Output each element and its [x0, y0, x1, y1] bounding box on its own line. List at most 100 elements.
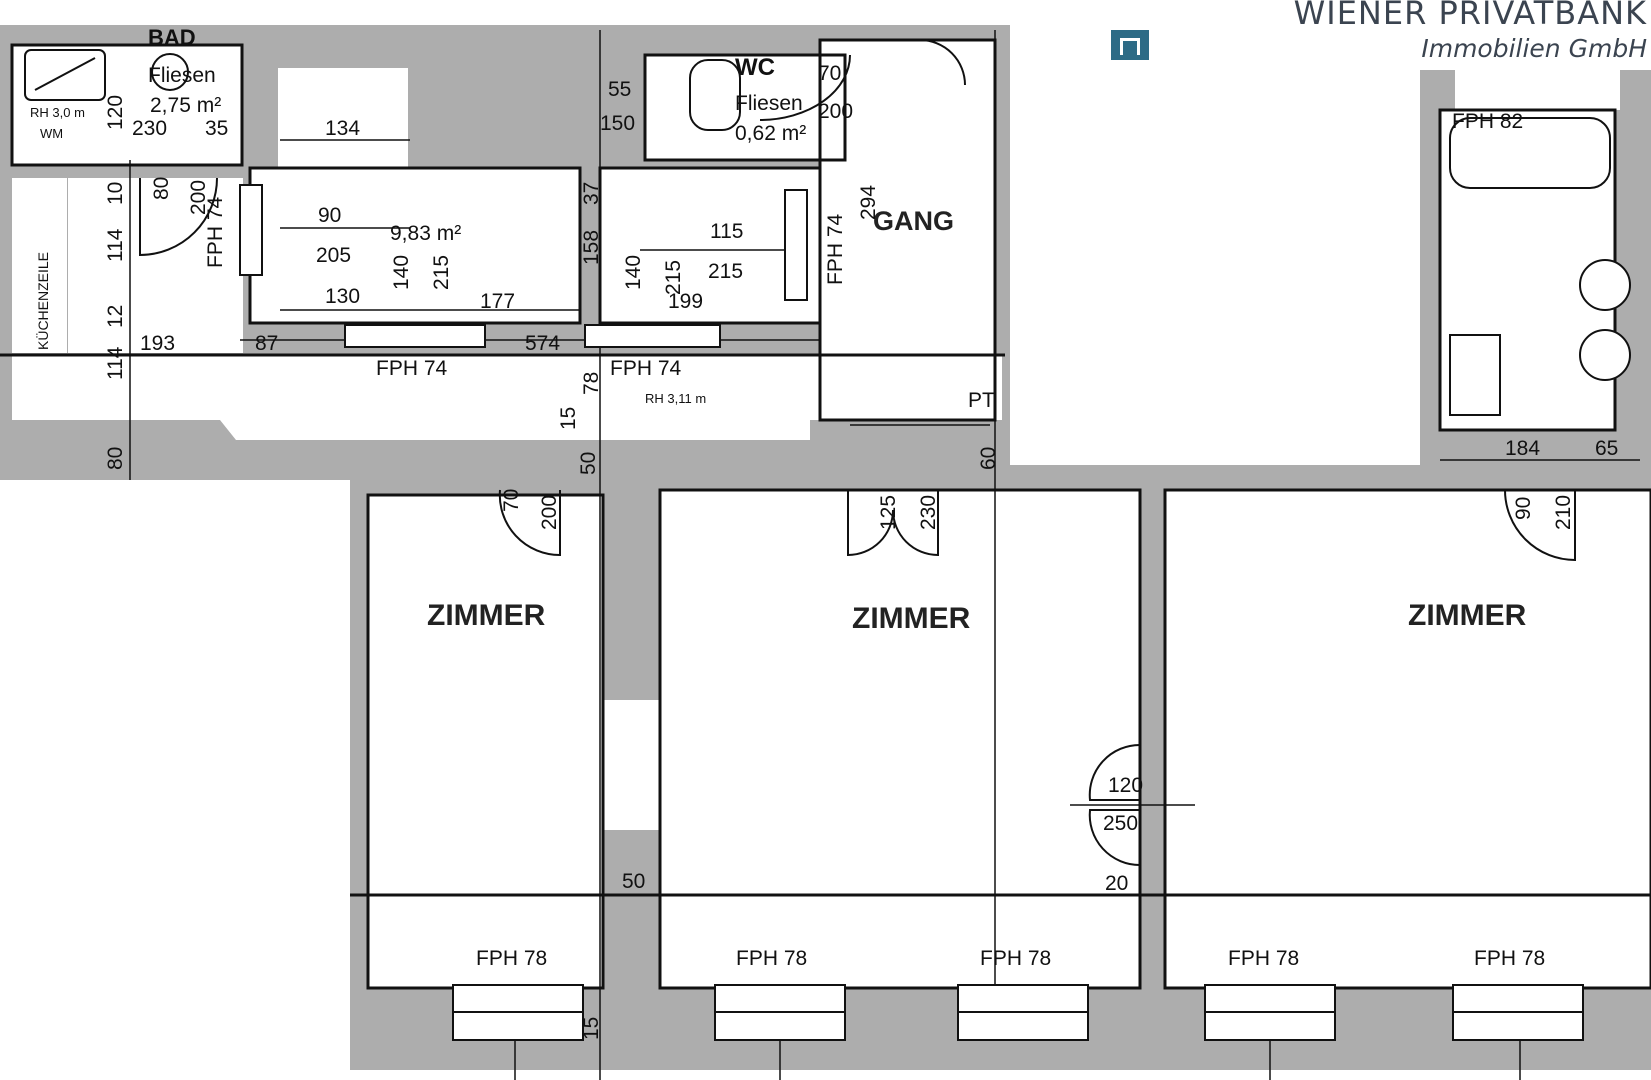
toilet-wc [689, 59, 741, 131]
fph-2: FPH 74 [610, 357, 682, 380]
dim-215c: 215 [662, 260, 685, 295]
brand-logo-icon [1111, 30, 1149, 60]
fph-5: FPH 82 [1452, 110, 1523, 133]
dim-193: 193 [140, 332, 175, 355]
dim-60: 60 [977, 447, 1000, 470]
label-zimmer-2: ZIMMER [852, 602, 971, 635]
radiator-mid-v [784, 189, 808, 301]
middle-interior [600, 168, 820, 323]
dim-50a: 50 [577, 452, 600, 475]
dim-80a: 80 [150, 177, 173, 200]
dimension-lines [129, 30, 1640, 1080]
dim-15b: 15 [580, 1017, 603, 1040]
dim-294: 294 [857, 185, 880, 220]
passage-1-2 [603, 700, 660, 830]
area-bad: 2,75 m² [150, 94, 221, 117]
dim-90b: 90 [1512, 497, 1535, 520]
door-bad [139, 177, 218, 257]
area-wc-floor: Fliesen [735, 92, 803, 115]
dim-158: 158 [580, 230, 603, 265]
brand-name: WIENER PRIVATBANK [1293, 0, 1647, 32]
outline-zimmer-3 [1163, 488, 1651, 990]
dim-200c: 200 [538, 495, 561, 530]
area-wc: 0,62 m² [735, 122, 806, 145]
area-kitchen: 9,83 m² [390, 222, 461, 245]
dim-177: 177 [480, 290, 515, 313]
fph-10: FPH 78 [1474, 947, 1545, 970]
dim-10: 10 [104, 182, 127, 205]
zimmer-2-bay [660, 850, 1140, 988]
dim-250: 250 [1103, 812, 1138, 835]
zimmer-2-interior [660, 490, 1140, 850]
dim-80b: 80 [104, 447, 127, 470]
dim-140a: 140 [390, 255, 413, 290]
dim-120b: 120 [1108, 774, 1143, 797]
zimmer-1-bay [368, 850, 603, 988]
dim-184: 184 [1505, 437, 1540, 460]
dim-90: 90 [318, 204, 341, 227]
fixtures [24, 49, 1631, 416]
label-zimmer-1: ZIMMER [427, 599, 546, 632]
dim-114a: 114 [104, 228, 127, 262]
dim-87: 87 [255, 332, 278, 355]
label-wc: WC [735, 54, 775, 81]
dim-12: 12 [104, 305, 127, 328]
door-between-2-3-bottom [1088, 809, 1141, 867]
basin-bad [151, 53, 189, 91]
door-wc [759, 54, 851, 121]
door-gang-top [919, 39, 966, 86]
outline-bad [10, 43, 244, 167]
dim-150: 150 [600, 112, 635, 135]
dim-215a: 215 [430, 255, 453, 290]
kitchen-top-interior [278, 68, 408, 173]
room-interiors [12, 0, 1651, 988]
basin-right-1 [1579, 259, 1631, 311]
basin-right-2 [1579, 329, 1631, 381]
door-between-2-3-top [1088, 743, 1141, 801]
door-zimmer-1 [498, 489, 561, 557]
dim-205: 205 [316, 244, 351, 267]
wm-slash [34, 57, 96, 91]
dimension-numbers: 55 150 70 200 230 35 120 134 90 205 140 … [104, 62, 1618, 1040]
shower-right [1449, 334, 1501, 416]
fph-8: FPH 78 [980, 947, 1051, 970]
zimmer-3-bay [1165, 850, 1651, 988]
radiator-left-v [239, 184, 263, 276]
dim-230b: 230 [917, 495, 940, 530]
dim-230: 230 [132, 117, 167, 140]
dim-55: 55 [608, 78, 631, 101]
wall-center-strip [1010, 465, 1420, 485]
fph-3: FPH 74 [824, 213, 847, 285]
kitchen-strip-interior [12, 178, 67, 353]
dim-574: 574 [525, 332, 560, 355]
dim-70: 70 [818, 62, 841, 85]
dim-140b: 140 [622, 255, 645, 290]
radiator-kitchen-1 [344, 324, 486, 348]
area-rh-2: RH 3,11 m [645, 391, 706, 406]
bath-right-upper [1455, 65, 1620, 110]
brand-header: WIENER PRIVATBANK Immobilien GmbH [1111, 0, 1651, 70]
dim-125: 125 [877, 495, 900, 530]
dim-120: 120 [104, 95, 127, 130]
door-zimmer-2-right [892, 490, 939, 557]
area-bad-floor: Fliesen [148, 64, 216, 87]
dim-115: 115 [710, 220, 743, 243]
dim-50b: 50 [622, 870, 645, 893]
area-pt: PT [968, 389, 995, 412]
dim-114b: 114 [104, 346, 127, 380]
dim-199: 199 [668, 290, 703, 313]
dim-70b: 70 [500, 489, 523, 512]
radiators [239, 184, 1584, 1041]
outline-wc [643, 53, 847, 162]
door-zimmer-3 [1504, 489, 1576, 562]
top-right-void [1018, 0, 1420, 465]
area-wm: WM [40, 126, 63, 141]
dim-210: 210 [1552, 495, 1575, 530]
doors [139, 39, 1576, 867]
dim-35: 35 [205, 117, 228, 140]
fph-1: FPH 74 [376, 357, 448, 380]
bad-door-area [68, 178, 243, 353]
kitchen-interior [250, 168, 580, 323]
dim-134: 134 [325, 117, 360, 140]
